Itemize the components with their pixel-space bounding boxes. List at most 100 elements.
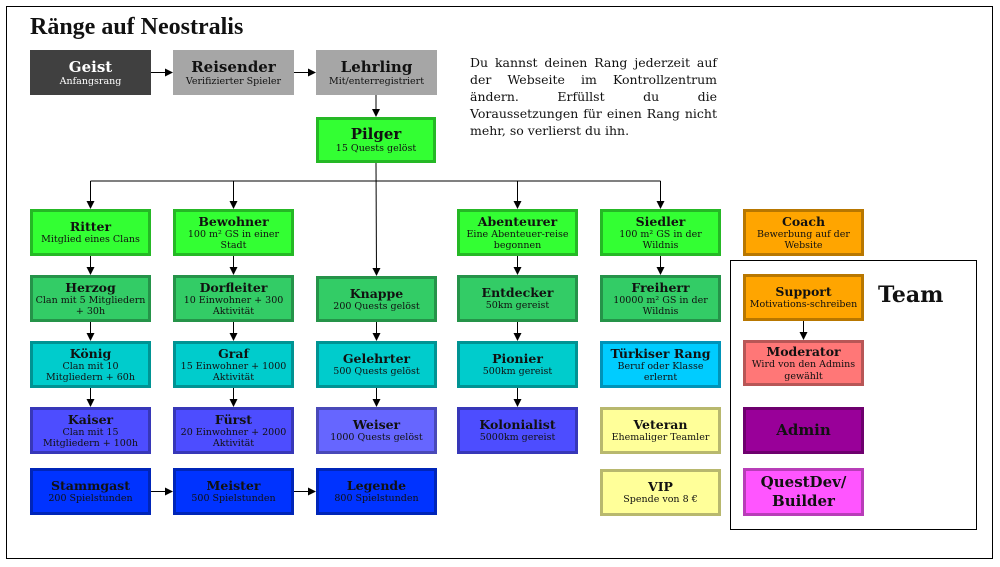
rank-requirement: Beruf oder Klasse erlernt — [617, 360, 704, 384]
rank-title: Freiherr — [631, 279, 690, 295]
rank-title: Fürst — [214, 411, 253, 427]
rank-title: Bewohner — [198, 213, 269, 229]
rank-requirement: Ehemaliger Teamler — [611, 432, 710, 444]
rank-title: Admin — [776, 421, 831, 439]
rank-title: Legende — [346, 478, 407, 494]
rank-title: Graf — [218, 345, 249, 361]
rank-title: Knappe — [349, 285, 404, 301]
rank-title: Kaiser — [67, 411, 114, 427]
rank-title: König — [69, 345, 112, 361]
rank-requirement: Wird von den Admins gewählt — [751, 359, 856, 382]
rank-requirement: 200 Spielstunden — [48, 493, 133, 505]
rank-requirement: 15 Einwohner + 1000 Aktivität — [180, 360, 287, 384]
rank-title: Veteran — [633, 417, 688, 433]
rank-title: Meister — [206, 478, 261, 494]
rank-requirement: 1000 Quests gelöst — [330, 432, 423, 444]
rank-title: Weiser — [352, 417, 401, 433]
rank-title: Pionier — [492, 351, 543, 367]
rank-requirement: 200 Quests gelöst — [333, 300, 420, 312]
rank-title: Geist — [68, 57, 113, 76]
rank-title: Entdecker — [481, 285, 554, 301]
rank-title: Dorfleiter — [199, 279, 268, 295]
rank-requirement: 500 Quests gelöst — [333, 366, 420, 378]
edge-pilger-knappe — [372, 162, 381, 276]
rank-title: Stammgast — [50, 478, 130, 494]
rank-requirement: 10000 m² GS in der Wildnis — [613, 294, 708, 318]
rank-requirement: 800 Spielstunden — [334, 493, 419, 505]
rank-requirement: 20 Einwohner + 2000 Aktivität — [180, 426, 287, 450]
rank-title: QuestDev/ Builder — [760, 473, 847, 510]
rank-title: Gelehrter — [342, 351, 411, 367]
rank-questdev: QuestDev/ Builder — [743, 468, 864, 516]
diagram-frame — [6, 6, 993, 559]
rank-requirement: Anfangsrang — [59, 75, 122, 87]
rank-title: Kolonialist — [479, 417, 556, 433]
rank-requirement: 50km gereist — [485, 300, 550, 312]
rank-requirement: Eine Abenteuer-reise begonnen — [466, 228, 569, 252]
rank-requirement: 500km gereist — [482, 366, 553, 378]
rank-requirement: Motivations-schreiben — [749, 299, 858, 311]
rank-requirement: Mitglied eines Clans — [41, 234, 140, 246]
rank-admin: Admin — [743, 407, 864, 454]
rank-title: Moderator — [766, 344, 841, 359]
rank-requirement: Bewerbung auf der Website — [757, 228, 850, 252]
rank-requirement: 10 Einwohner + 300 Aktivität — [183, 294, 284, 318]
rank-title: Ritter — [69, 219, 112, 235]
page-title: Ränge auf Neostralis — [30, 14, 244, 40]
rank-requirement: 100 m² GS in einer Stadt — [187, 228, 280, 252]
rank-requirement: Clan mit 15 Mitgliedern + 100h — [43, 426, 138, 450]
rank-title: VIP — [648, 479, 673, 495]
rank-requirement: Verifizierter Spieler — [185, 75, 282, 87]
rank-title: Support — [775, 284, 832, 300]
rank-title: Coach — [781, 213, 826, 229]
rank-title: Lehrling — [340, 57, 413, 76]
rank-requirement: Clan mit 10 Mitgliedern + 60h — [46, 360, 135, 384]
team-group-box — [730, 260, 977, 530]
rank-requirement: Mit/enterregistriert — [328, 75, 425, 87]
rank-title: Herzog — [65, 279, 116, 295]
rank-requirement: 100 m² GS in der Wildnis — [619, 228, 702, 252]
rank-title: Siedler — [635, 213, 686, 229]
rank-title: Türkiser Rang — [610, 345, 711, 361]
rank-title: Abenteurer — [477, 213, 558, 229]
rank-requirement: Spende von 8 € — [623, 494, 698, 506]
rank-requirement: Clan mit 5 Mitgliedern + 30h — [35, 294, 146, 318]
rank-requirement: 500 Spielstunden — [191, 493, 276, 505]
rank-title: Reisender — [191, 57, 276, 76]
rank-title: Pilger — [350, 125, 402, 144]
info-note: Du kannst deinen Rang jederzeit auf der … — [470, 55, 717, 138]
rank-requirement: 15 Quests gelöst — [335, 143, 417, 155]
team-label: Team — [878, 282, 944, 308]
